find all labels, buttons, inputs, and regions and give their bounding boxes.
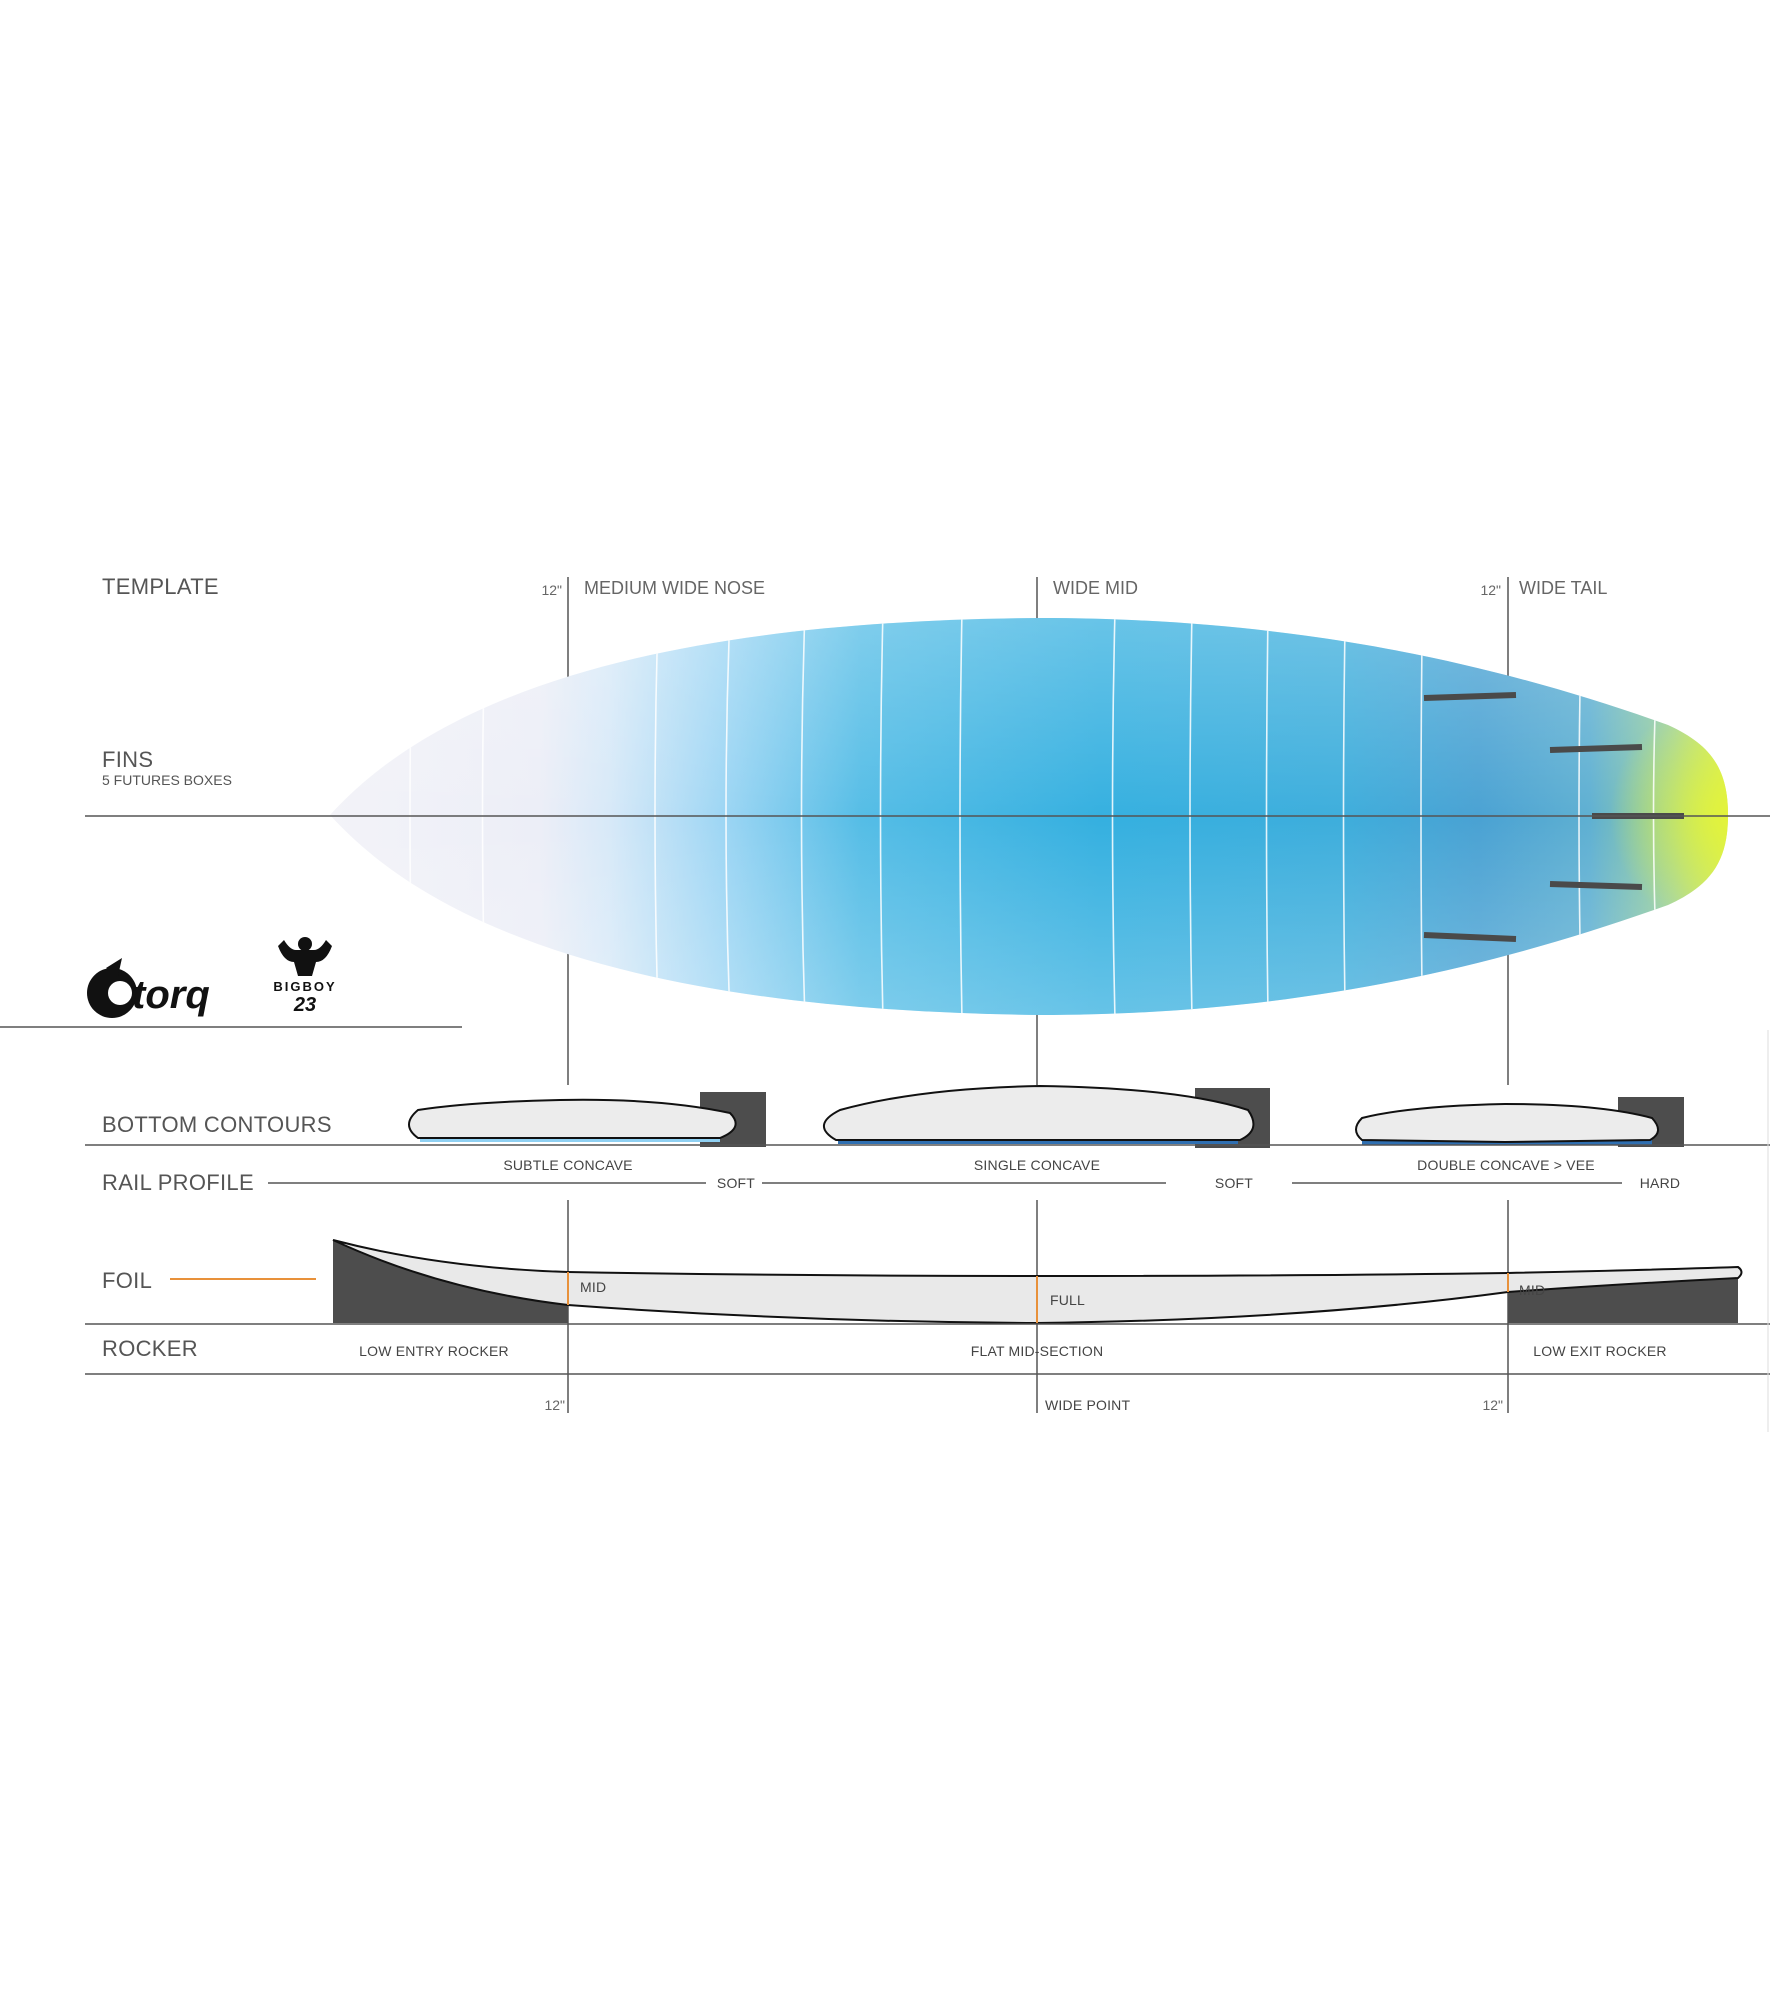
rail-label-mid: SOFT: [1215, 1175, 1253, 1191]
torq-logo-text: torq: [132, 973, 210, 1017]
section-fins-title: FINS: [102, 747, 153, 772]
fin-box-front-bottom: [1423, 932, 1517, 942]
contour-label-nose: SUBTLE CONCAVE: [503, 1157, 632, 1173]
fin-box-front-top: [1423, 692, 1517, 701]
torq-logo: torq: [87, 958, 210, 1018]
fin-box-rear-bottom: [1549, 881, 1643, 890]
tail-template-label: WIDE TAIL: [1519, 578, 1607, 598]
section-foil-title: FOIL: [102, 1268, 152, 1293]
rocker-label-exit: LOW EXIT ROCKER: [1533, 1343, 1666, 1359]
bigboy-model-number: 23: [293, 994, 316, 1016]
rocker-label-entry: LOW ENTRY ROCKER: [359, 1343, 509, 1359]
section-rocker-title: ROCKER: [102, 1336, 198, 1361]
bottom-tail-inch-marker: 12": [1482, 1397, 1503, 1413]
contour-label-mid: SINGLE CONCAVE: [974, 1157, 1100, 1173]
section-bottom-contours-title: BOTTOM CONTOURS: [102, 1112, 332, 1137]
tail-inch-marker: 12": [1480, 582, 1501, 598]
wide-point-label: WIDE POINT: [1045, 1397, 1130, 1413]
section-template-title: TEMPLATE: [102, 574, 219, 599]
foil-label-mid: FULL: [1050, 1292, 1085, 1308]
mid-template-label: WIDE MID: [1053, 578, 1138, 598]
foil-profile: [332, 1239, 1743, 1325]
fins-subtitle: 5 FUTURES BOXES: [102, 772, 232, 788]
bottom-nose-inch-marker: 12": [544, 1397, 565, 1413]
bodybuilder-icon: [278, 937, 332, 976]
contour-nose-section: [408, 1092, 766, 1147]
section-rail-profile-title: RAIL PROFILE: [102, 1170, 254, 1195]
rail-label-tail: HARD: [1640, 1175, 1680, 1191]
bigboy-model-name: BIGBOY: [273, 979, 336, 994]
nose-template-label: MEDIUM WIDE NOSE: [584, 578, 765, 598]
foil-label-tail: MID: [1519, 1282, 1545, 1298]
bigboy-badge: BIGBOY 23: [273, 937, 336, 1016]
nose-inch-marker: 12": [541, 582, 562, 598]
contour-label-tail: DOUBLE CONCAVE > VEE: [1417, 1157, 1595, 1173]
surfboard-template: [330, 618, 1728, 1015]
foil-label-nose: MID: [580, 1279, 606, 1295]
contour-tail-section: [1355, 1097, 1684, 1147]
torq-logo-icon: [87, 958, 137, 1018]
rocker-label-mid: FLAT MID-SECTION: [971, 1343, 1104, 1359]
contour-mid-section: [823, 1084, 1270, 1148]
rail-label-nose: SOFT: [717, 1175, 755, 1191]
fin-box-rear-top: [1549, 744, 1643, 753]
